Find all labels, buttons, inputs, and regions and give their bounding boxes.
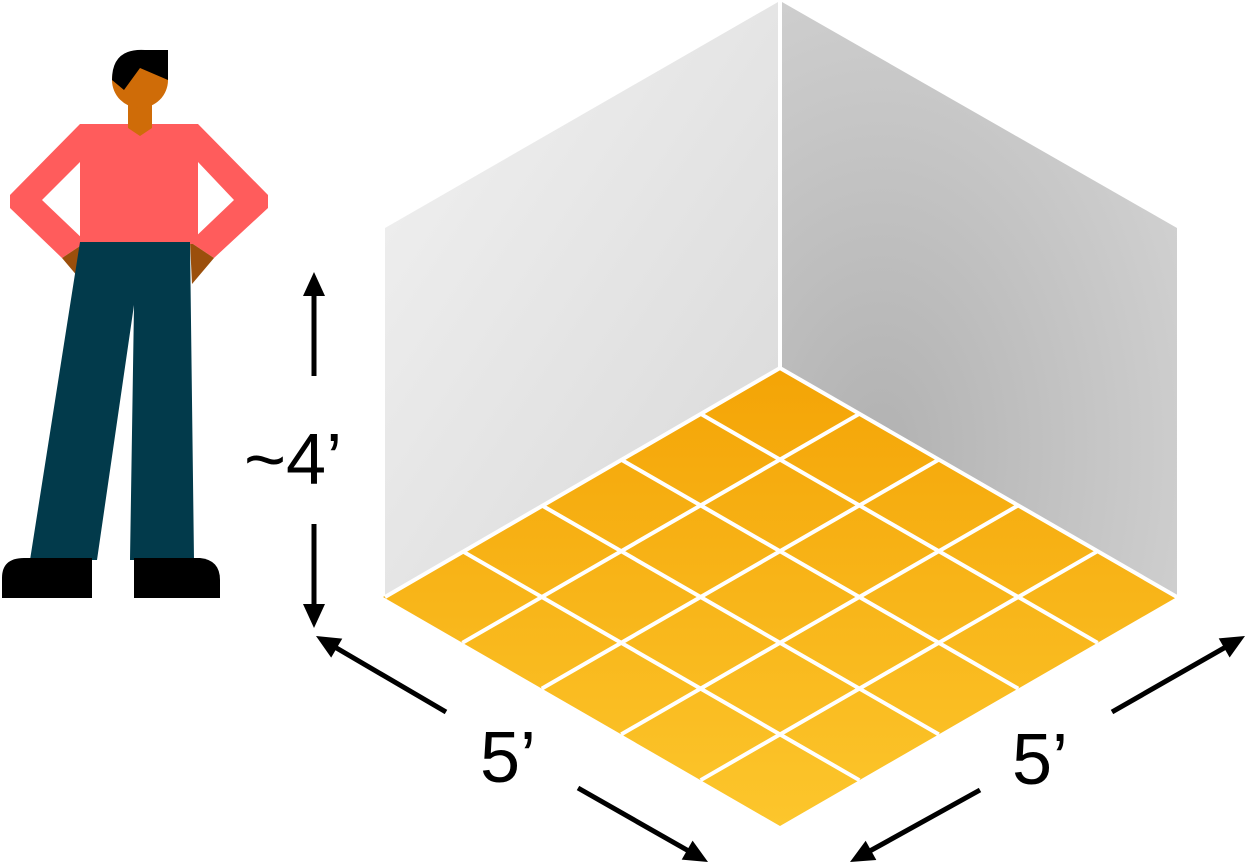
torso — [80, 124, 198, 244]
arrow-head — [303, 272, 325, 296]
arrow-head — [681, 840, 708, 862]
floor-grid-line — [461, 412, 861, 645]
dimension-arrows — [303, 272, 1245, 862]
right-wall — [782, 2, 1177, 595]
arrow-shaft — [333, 644, 448, 715]
left-width-label: 5’ — [480, 718, 536, 798]
left-arm — [10, 124, 86, 284]
left-shoe — [2, 558, 92, 598]
arrow-head — [316, 636, 343, 658]
person-standing-icon — [2, 49, 268, 598]
height-label: ~4’ — [244, 420, 342, 500]
floor-grid-lines — [461, 412, 1099, 782]
floor-grid-line — [540, 457, 940, 691]
floor-grid-line — [461, 549, 861, 782]
floor-grid-line — [699, 549, 1099, 782]
arrow-shaft — [1110, 644, 1228, 715]
left-width-arrow-down — [576, 785, 708, 862]
right-shoe — [134, 558, 220, 598]
arrow-head — [1218, 636, 1245, 658]
arrow-shaft — [576, 785, 691, 854]
left-width-arrow-up — [316, 636, 448, 715]
left-wall — [385, 2, 778, 595]
height-arrow-down — [303, 524, 325, 628]
hair — [112, 49, 168, 90]
floor-grid-line — [620, 457, 1020, 691]
neck — [128, 98, 152, 136]
floor-grid-line — [620, 503, 1020, 737]
right-width-arrow-down — [850, 787, 982, 862]
height-arrow-up — [303, 272, 325, 376]
floor-grid-line — [540, 503, 940, 737]
arrow-head — [850, 840, 877, 862]
floor-top-edge — [383, 365, 1178, 599]
right-width-arrow-up — [1110, 636, 1245, 715]
arrow-shaft — [868, 787, 982, 854]
pants — [30, 242, 194, 560]
right-width-label: 5’ — [1012, 720, 1068, 800]
floor-grid-line — [699, 412, 1099, 645]
right-arm — [190, 124, 268, 284]
room — [383, 0, 1178, 826]
arrow-head — [303, 604, 325, 628]
